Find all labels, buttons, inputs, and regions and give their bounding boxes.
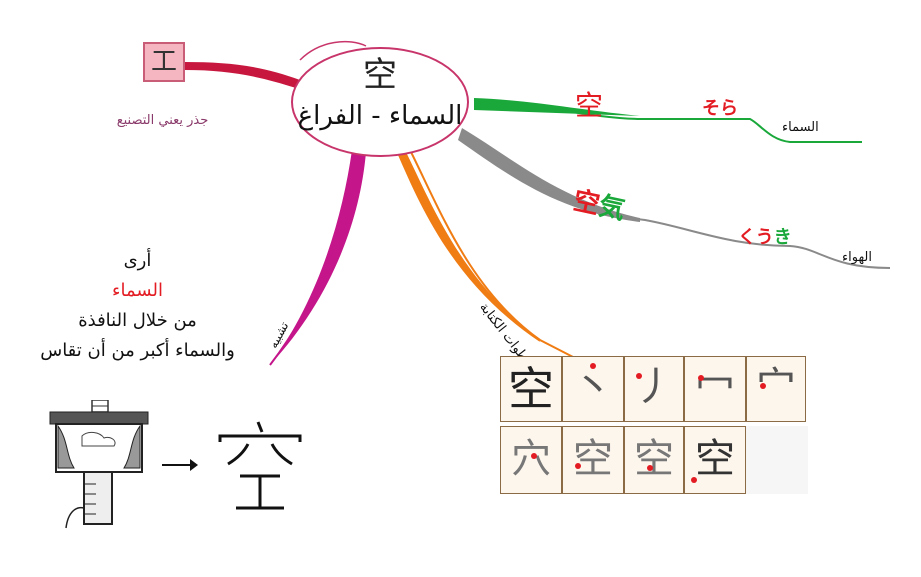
stroke-dot — [760, 383, 766, 389]
reading-2-kana-1: く — [738, 227, 756, 248]
stroke-final-kanji: 空 — [508, 362, 554, 416]
reading-branch-kuuki — [461, 129, 891, 269]
center-kanji: 空 — [363, 55, 397, 95]
stroke-step-1-glyph: 丶 — [573, 364, 613, 410]
stroke-dot — [647, 465, 653, 471]
stroke-dot — [691, 477, 697, 483]
stroke-step-5: 穴 — [500, 426, 562, 494]
center-node-ellipse — [291, 47, 469, 157]
reading-1-meaning: السماء — [782, 120, 819, 135]
stroke-step-6-glyph: 空 — [573, 436, 613, 482]
stroke-step-3: 冖 — [684, 356, 746, 422]
stroke-dot — [636, 373, 642, 379]
reading-1-kanji: 空 — [575, 89, 604, 122]
reading-1-kana: そら — [702, 98, 738, 119]
reading-2-kana-3: き — [773, 227, 792, 248]
center-node: 空 السماء - الفراغ — [288, 47, 472, 159]
reading-2-kana: くうき — [738, 223, 792, 249]
root-caption: جذر يعني التصنيع — [116, 113, 209, 128]
mnemonic-line-3: من خلال النافذة — [78, 310, 197, 331]
stroke-start-dots — [531, 363, 766, 483]
stroke-dot — [590, 363, 596, 369]
stroke-step-7: 空 — [624, 426, 684, 494]
stroke-dot — [698, 375, 704, 381]
center-title: السماء - الفراغ — [297, 101, 463, 131]
stroke-final: 空 — [500, 356, 562, 422]
stroke-step-6: 空 — [562, 426, 624, 494]
arrow-icon — [162, 459, 198, 471]
stroke-dot — [575, 463, 581, 469]
stroke-step-5-glyph: 穴 — [511, 436, 551, 482]
reading-2-kana-2: う — [755, 227, 774, 248]
mnemonic-text: أرى السماء من خلال النافذة والسماء أكبر … — [10, 246, 265, 366]
stroke-dot — [531, 453, 537, 459]
stroke-step-3-glyph: 冖 — [695, 364, 735, 410]
stroke-step-8-glyph: 空 — [695, 436, 735, 482]
stroke-empty-cell — [746, 426, 808, 494]
stroke-step-4: 宀 — [746, 356, 806, 422]
stroke-step-8: 空 — [684, 426, 746, 494]
window-illustration — [49, 400, 149, 529]
root-kanji-box: 工 — [143, 42, 185, 82]
kanji-evolution-drawing — [218, 421, 302, 510]
stroke-step-7-glyph: 空 — [634, 436, 674, 482]
mnemonic-line-1: أرى — [123, 250, 152, 271]
mnemonic-line-2: السماء — [112, 280, 163, 301]
root-branch — [185, 62, 300, 88]
reading-2-meaning: الهواء — [842, 250, 873, 265]
stroke-step-2: 丿 — [624, 356, 684, 422]
stroke-step-2-glyph: 丿 — [634, 364, 674, 410]
mnemonic-line-4: والسماء أكبر من أن تقاس — [40, 340, 235, 361]
